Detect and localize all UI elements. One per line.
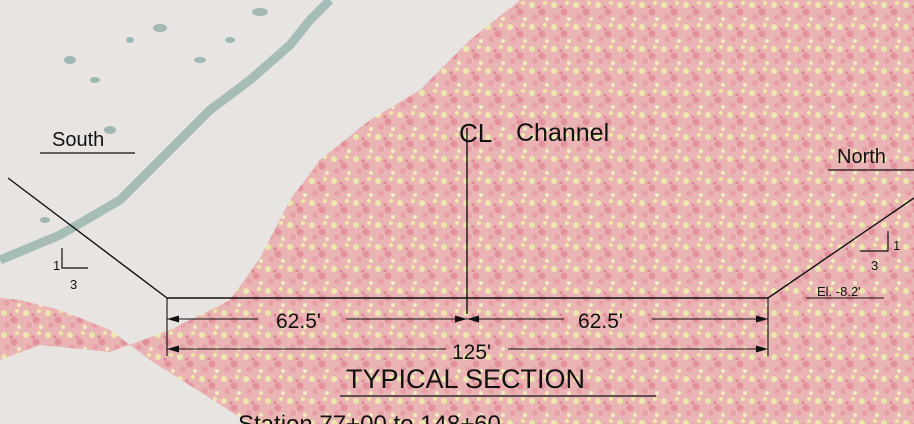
slope-indicator-left — [61, 248, 88, 269]
station-range: Station 77+00 to 148+60 — [238, 411, 501, 424]
slope-left-rise: 1 — [53, 258, 60, 273]
total-width-label: 125' — [452, 341, 491, 364]
arrow-total-end — [756, 345, 768, 353]
slope-left-run: 3 — [70, 277, 77, 292]
shoreline — [0, 0, 334, 265]
arrow-half-left-start — [167, 315, 179, 323]
arrow-total-start — [167, 345, 179, 353]
arrow-half-right-start — [467, 315, 479, 323]
south-side-slope — [7, 177, 168, 299]
slope-right-rise: 1 — [893, 238, 900, 253]
arrow-half-left-end — [455, 315, 467, 323]
north-side-slope — [767, 197, 914, 299]
arrow-half-right-end — [756, 315, 768, 323]
section-title: TYPICAL SECTION — [346, 364, 585, 394]
half-width-left-label: 62.5' — [276, 310, 321, 333]
vegetation-patches — [40, 8, 268, 223]
slope-right-run: 3 — [871, 258, 878, 273]
half-width-right-label: 62.5' — [578, 310, 623, 333]
elevation-label: El. -8.2' — [817, 284, 861, 299]
centerline-symbol: CL — [459, 118, 492, 148]
slope-indicator-right — [860, 231, 889, 252]
south-label: South — [52, 129, 104, 151]
channel-label: Channel — [516, 119, 609, 147]
north-label: North — [837, 146, 886, 168]
